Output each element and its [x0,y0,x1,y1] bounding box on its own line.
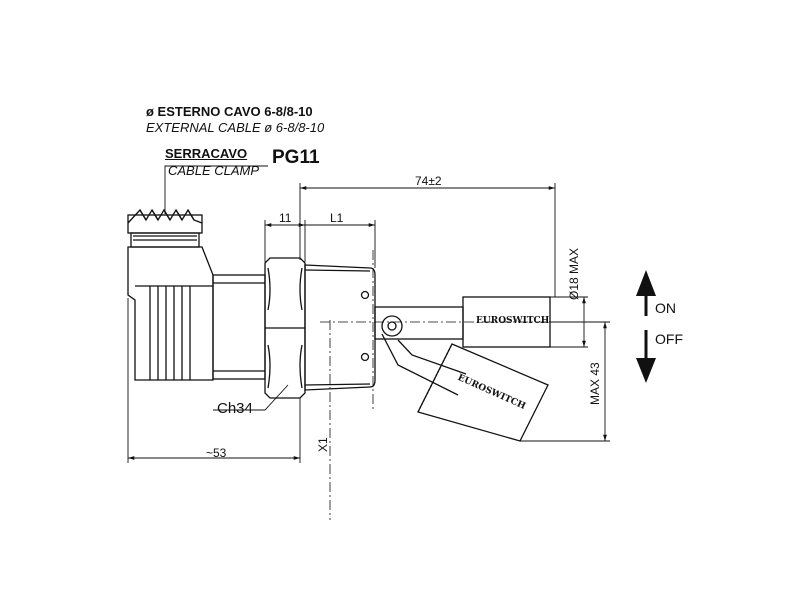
cable-gland-body [127,246,266,381]
centerlines [320,250,600,520]
arrow-down-icon [636,330,656,383]
dim-float-diameter: Ø18 MAX [567,247,581,300]
arrow-up-icon [636,270,656,316]
hex-size-label: Ch34 [217,400,253,417]
leader-lines [164,165,289,411]
switch-body [304,264,376,391]
dim-approx-53: ~53 [206,446,227,460]
dim-max-43: MAX 43 [588,362,602,405]
cable-clamp-en: CABLE CLAMP [168,163,260,178]
cable-clamp-it: SERRACAVO [165,146,248,161]
float-off-position [381,333,549,442]
brand-label-on: EUROSWITCH [476,316,550,326]
off-label: OFF [655,331,683,347]
cable-clamp-cap [127,208,203,248]
dimension-lines [127,183,610,463]
cable-diameter-en: EXTERNAL CABLE ø 6-8/8-10 [146,120,325,135]
dim-11: 11 [279,211,292,225]
dim-l1: L1 [330,211,344,225]
on-label: ON [655,300,676,316]
cable-diameter-it: ø ESTERNO CAVO 6-8/8-10 [146,104,313,119]
thread-size: PG11 [272,147,320,168]
hex-nut [264,257,306,399]
dim-total-length: 74±2 [415,174,442,188]
dim-x1: X1 [316,437,330,452]
